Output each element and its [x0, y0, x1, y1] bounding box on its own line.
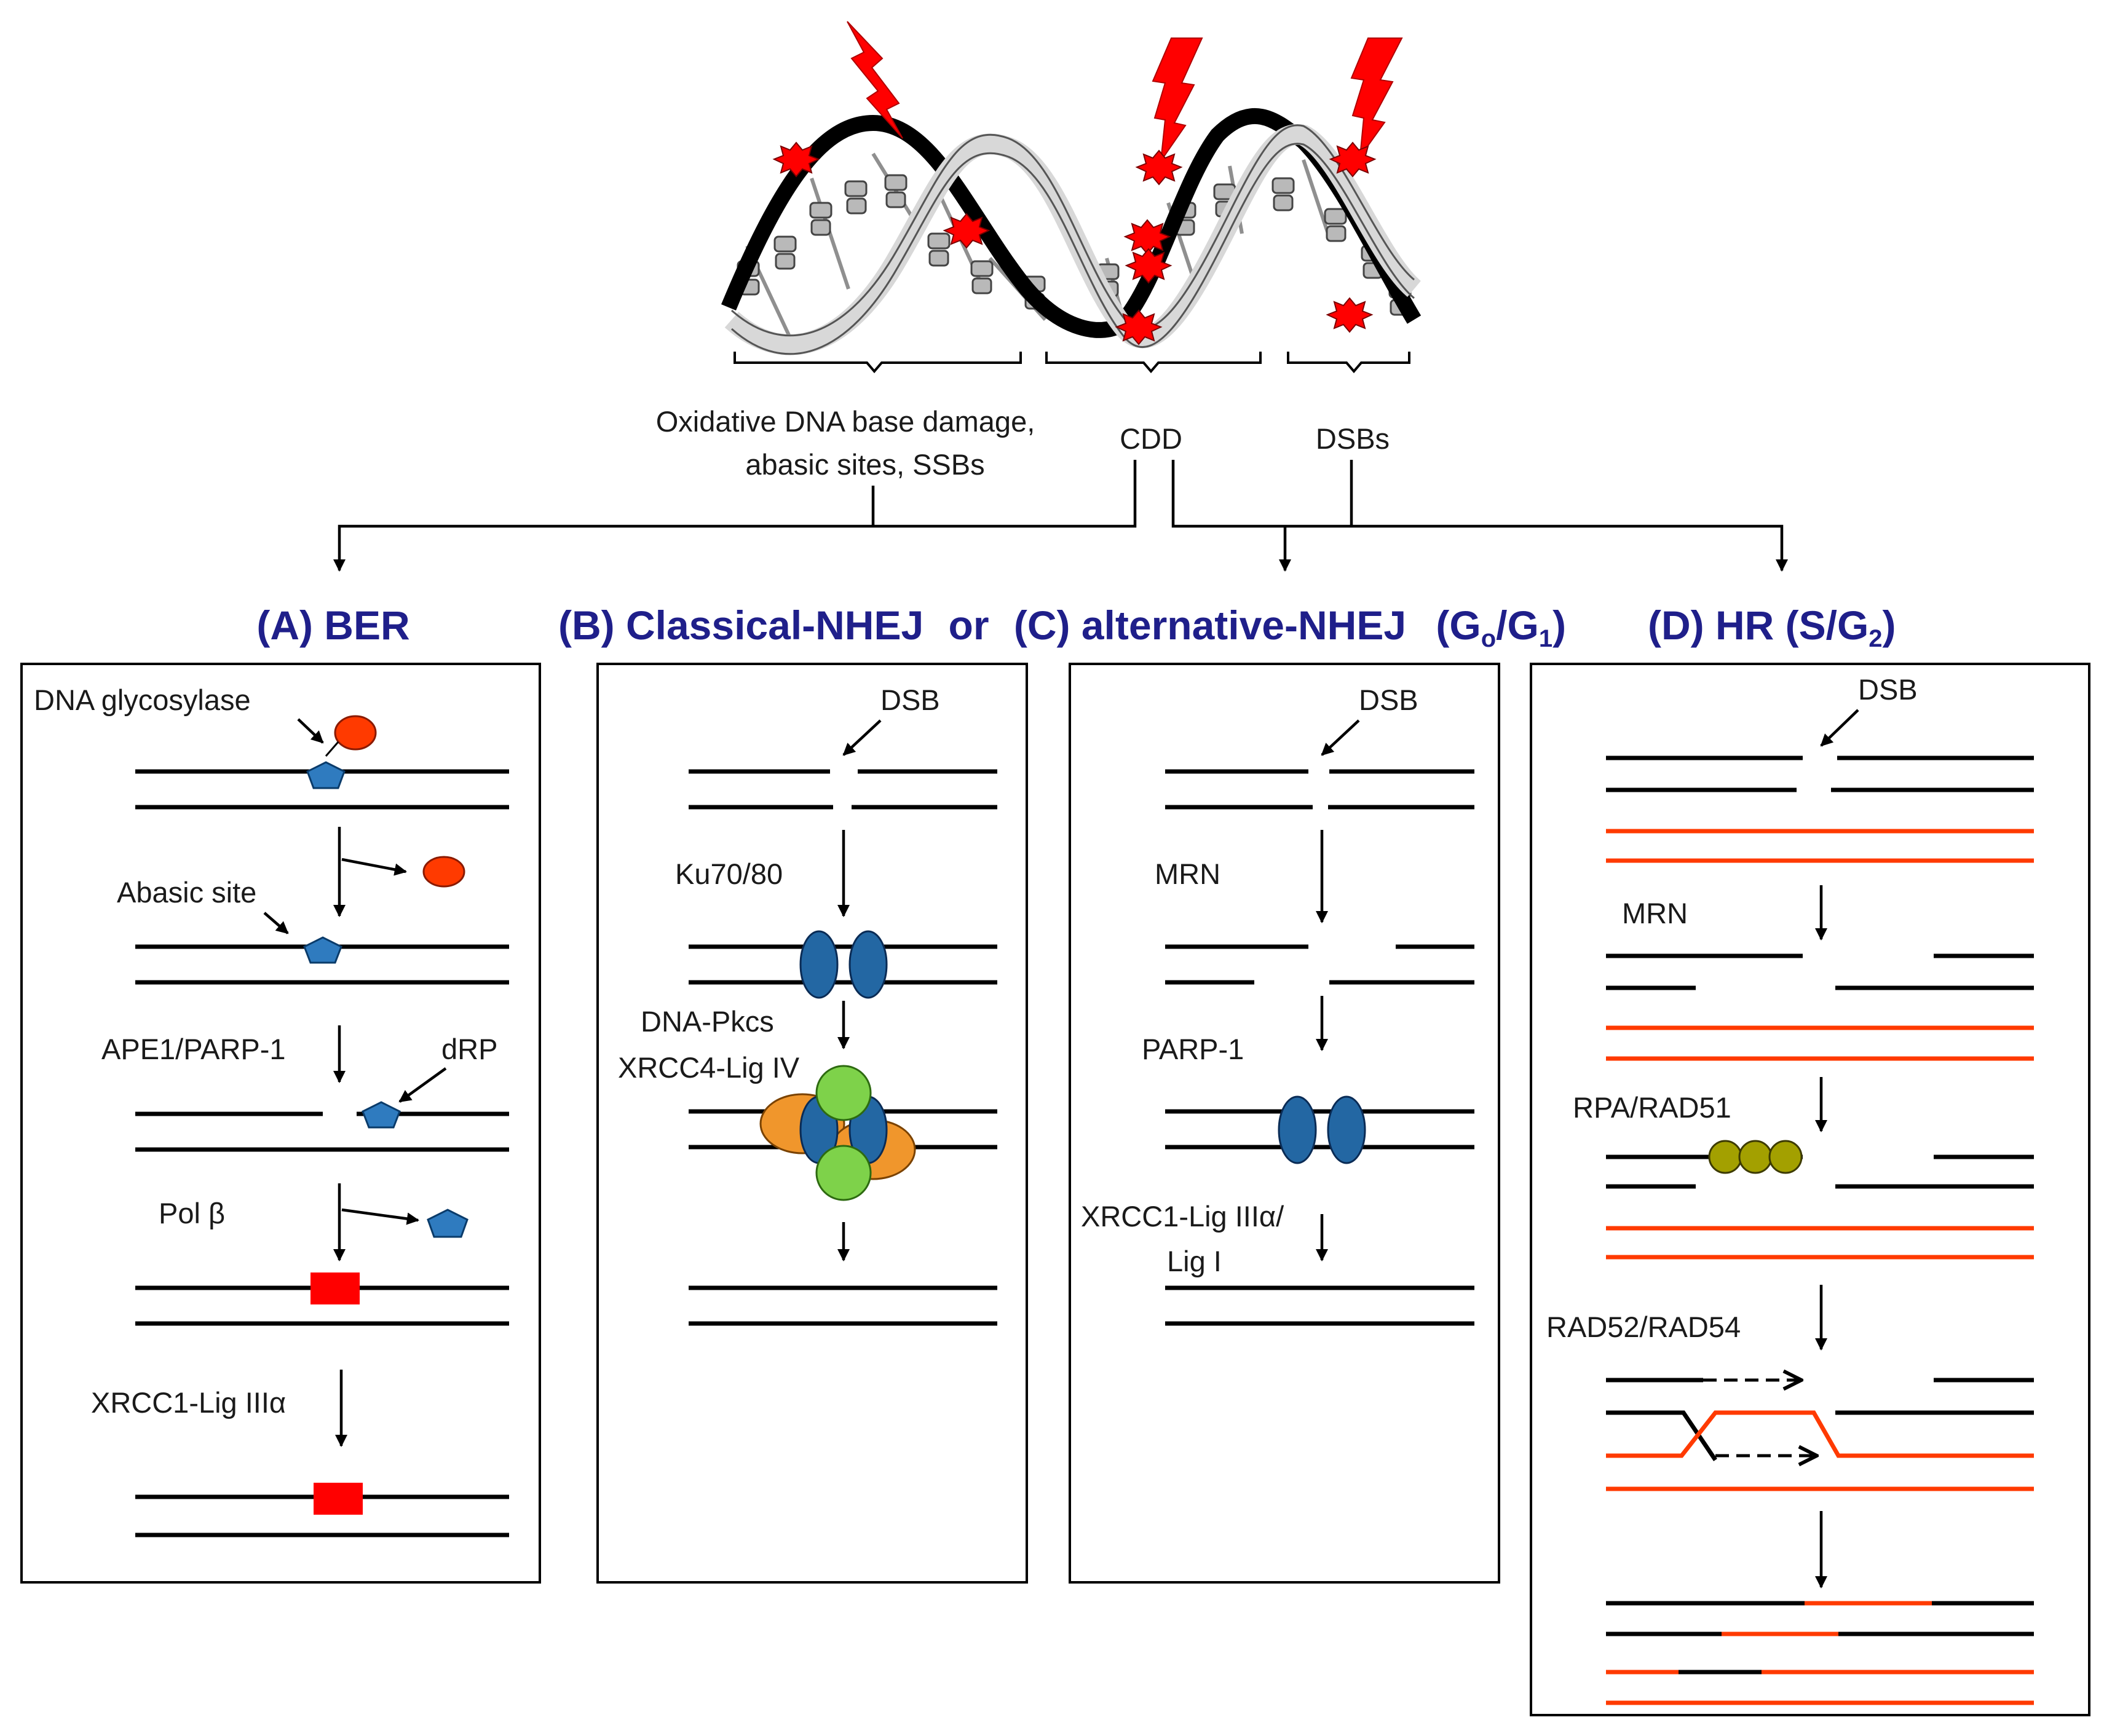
pathway-title-nhej: (B) Classical-NHEJ or (C) alternative-NH… — [558, 602, 1566, 652]
damaged-base-icon — [306, 761, 346, 789]
lightning-bolts — [847, 21, 1403, 162]
pathway-title-ber: (A) BER — [256, 602, 409, 648]
panel-cnhej-frame — [596, 663, 1028, 1584]
rpa-bead-icon — [1738, 1140, 1773, 1174]
hr-label-dsb: DSB — [1858, 673, 1918, 706]
anhej-label-xrcc1-line1: XRCC1-Lig IIIα/ — [1081, 1200, 1284, 1233]
parp1-icon — [1278, 1095, 1317, 1164]
damage-label-cdd: CDD — [1120, 422, 1182, 455]
polb-repair-patch — [310, 1272, 360, 1304]
damage-bursts — [772, 141, 1377, 345]
drp-icon — [362, 1101, 401, 1129]
damage-burst-icon — [1123, 219, 1171, 255]
pathway-connectors — [333, 460, 1789, 572]
ligated-repair-patch — [314, 1483, 363, 1515]
dna-double-helix — [721, 108, 1422, 355]
released-glycosylase-icon — [422, 856, 465, 888]
rpa-bead-icon — [1768, 1140, 1803, 1174]
parp1-icon — [1327, 1095, 1366, 1164]
ber-label-drp: dRP — [441, 1033, 497, 1065]
rpa-bead-icon — [1708, 1140, 1742, 1174]
damage-burst-icon — [1326, 297, 1374, 333]
panel-hr: DSB MRN RPA/RAD51 RAD52/RAD54 — [1530, 663, 2090, 1716]
panel-classical-nhej: DSB Ku70/80 DNA-Pkcs XRCC4-Lig IV — [596, 663, 1028, 1584]
lightning-icon-3 — [1350, 37, 1403, 159]
panel-ber-frame — [20, 663, 541, 1584]
damage-burst-icon — [1135, 149, 1183, 186]
damage-burst-icon — [943, 213, 991, 249]
hr-label-mrn: MRN — [1622, 897, 1688, 929]
hr-label-rad52: RAD52/RAD54 — [1546, 1311, 1741, 1343]
damage-label-oxidative-line1: Oxidative DNA base damage, — [656, 405, 1035, 438]
anhej-label-dsb: DSB — [1359, 684, 1418, 716]
panel-alternative-nhej: DSB MRN PARP-1 XRCC1-Lig IIIα/ Lig I — [1069, 663, 1500, 1584]
damage-burst-icon — [772, 141, 820, 178]
damage-burst-icon — [1329, 141, 1377, 178]
lightning-icon-1 — [847, 21, 903, 139]
damage-region-braces — [734, 352, 1410, 374]
ber-label-abasic: Abasic site — [117, 876, 256, 909]
panel-anhej-frame — [1069, 663, 1500, 1584]
panel-hr-frame — [1530, 663, 2090, 1716]
cnhej-label-pkcs: DNA-Pkcs — [641, 1005, 774, 1038]
hr-label-rpa: RPA/RAD51 — [1573, 1091, 1731, 1124]
ber-label-polb: Pol β — [159, 1197, 225, 1229]
anhej-label-parp: PARP-1 — [1142, 1033, 1244, 1065]
dna-pkcs-icon — [815, 1145, 872, 1201]
cnhej-label-ku: Ku70/80 — [675, 858, 783, 890]
dna-pkcs-icon — [815, 1065, 872, 1121]
ku70-icon — [799, 930, 839, 999]
cnhej-label-dsb: DSB — [880, 684, 940, 716]
ber-label-xrcc1: XRCC1-Lig IIIα — [91, 1386, 286, 1419]
helix-strand-grey — [724, 124, 1422, 355]
damage-burst-icon — [1115, 309, 1163, 345]
damage-label-dsbs: DSBs — [1316, 422, 1390, 455]
cnhej-label-xrcc4: XRCC4-Lig IV — [618, 1051, 800, 1084]
ku80-icon — [848, 930, 888, 999]
damage-burst-icon — [1125, 248, 1173, 284]
lightning-icon-2 — [1152, 37, 1203, 162]
panel-ber: DNA glycosylase Abasic site APE1/PARP-1 … — [20, 663, 541, 1584]
damage-label-oxidative-line2: abasic sites, SSBs — [745, 448, 984, 481]
ber-label-ape1: APE1/PARP-1 — [101, 1033, 286, 1065]
glycosylase-icon — [334, 715, 377, 751]
pathway-title-hr: (D) HR (S/G2) — [1648, 602, 1896, 652]
abasic-site-icon — [303, 936, 342, 964]
anhej-label-mrn: MRN — [1155, 858, 1220, 890]
anhej-label-xrcc1-line2: Lig I — [1167, 1245, 1222, 1277]
released-drp-icon — [427, 1209, 469, 1238]
ber-label-glycosylase: DNA glycosylase — [34, 684, 251, 716]
